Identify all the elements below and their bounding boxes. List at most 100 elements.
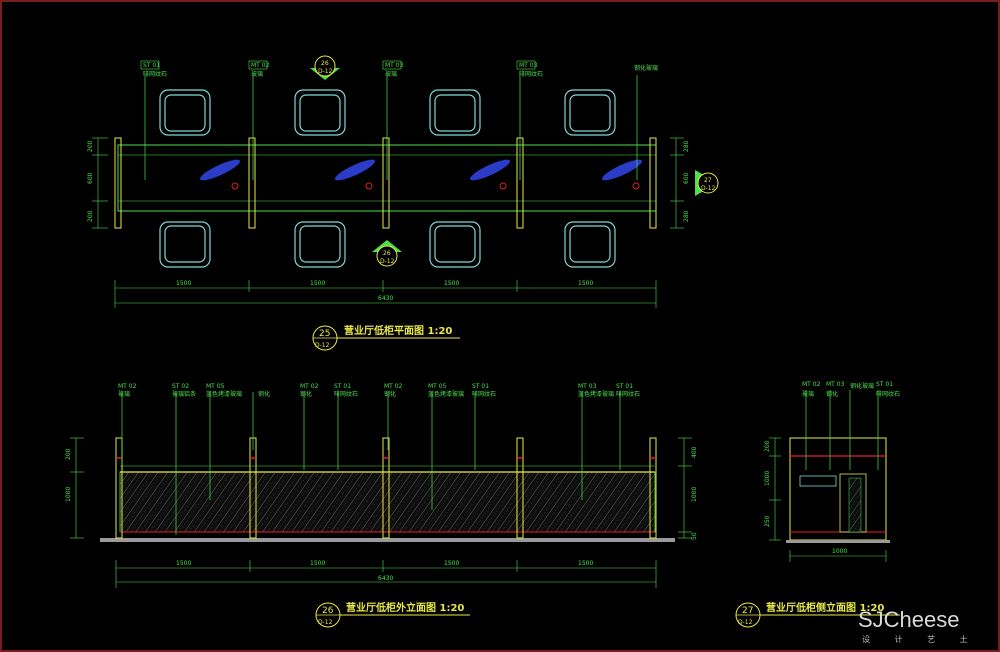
floor-line [100,538,675,542]
front-tag-code-2: MT 05 [206,383,225,390]
front-title-bubble [315,602,470,628]
plan-dims-bottom [114,280,657,308]
side-dim-left-1: 1000 [764,471,771,486]
watermark-sub: 设 计 艺 土 [862,634,979,644]
side-title-bubble [735,602,900,628]
plan-bubble-num: 25 [319,329,330,339]
plan-dim-total: 6430 [378,295,393,302]
front-tag-desc-8: 啡网纹石 [472,390,496,398]
plan-dim-2: 1500 [444,280,459,287]
side-dim-bottom: 1000 [832,548,847,555]
side-dim-left-0: 200 [764,440,771,452]
front-tag-code-6: MT 02 [384,383,403,390]
front-tag-desc-3: 钢化 [258,390,270,398]
plan-leaders [144,75,638,180]
plan-dim-3: 1500 [578,280,593,287]
partition-posts-plan [114,137,657,229]
plan-tag-code-2: MT 03 [385,62,404,69]
front-dims-sides [70,437,692,539]
front-dims-bottom [115,560,657,588]
red-markers [231,182,640,190]
computer-marks [199,159,643,181]
front-tag-desc-2: 蓝色烤漆玻璃 [206,390,242,398]
side-dim-left-2: 250 [764,515,771,527]
front-tag-desc-4: 钢化 [300,390,312,398]
side-tag-desc-1: 钢化 [826,390,838,398]
plan-view [92,55,719,351]
front-dim-left-1: 1000 [65,487,72,502]
watermark-brand: SJCheese [858,607,960,632]
front-tag-desc-7: 蓝色烤漆玻璃 [428,390,464,398]
front-tag-desc-9: 蓝色烤漆玻璃 [578,390,614,398]
section-marker-bottom [372,240,402,267]
plan-tag-desc-3: 啡网纹石 [519,70,543,78]
plan-tag-desc-4: 钢化玻璃 [634,64,658,72]
front-tag-desc-6: 钢化 [384,390,396,398]
elevation-hatch-panel [119,471,656,533]
plan-dim-left-1: 600 [87,172,94,184]
section-marker-right [695,170,719,196]
plan-tag-desc-1: 玻璃 [251,70,263,78]
side-tag-desc-3: 啡网纹石 [876,390,900,398]
plan-tag-desc-2: 玻璃 [385,70,397,78]
side-elevation-view [735,390,900,628]
side-tag-desc-0: 玻璃 [802,390,814,398]
front-tag-code-1: ST 02 [172,383,189,390]
front-dim-left-0: 200 [65,448,72,460]
plan-tag-code-1: MT 02 [251,62,270,69]
plan-tag-desc-0: 啡网纹石 [143,70,167,78]
plan-title: 营业厅低柜平面图 1:20 [344,324,452,337]
section-top-sheet: D-12 [318,68,333,75]
front-dim-0: 1500 [176,560,191,567]
section-right-sheet: D-12 [701,185,716,192]
front-tag-code-0: MT 02 [118,383,137,390]
plan-title-bubble [312,325,460,351]
plan-bubble-sheet: D-12 [315,342,330,349]
section-marker-top [310,55,340,80]
front-tag-desc-5: 啡网纹石 [334,390,358,398]
plan-dim-1: 1500 [310,280,325,287]
front-dim-labels: 1500 1500 1500 1500 6430 200 1000 400 10… [65,446,698,582]
side-tag-desc-2: 钢化玻璃 [850,382,874,390]
plan-dim-right-1: 600 [683,172,690,184]
plan-tags: ST 01 啡网纹石 MT 02 玻璃 MT 03 玻璃 MT 03 啡网纹石 … [140,60,658,78]
side-bubble-num: 27 [742,606,753,616]
front-tag-code-8: ST 01 [472,383,489,390]
front-tag-code-4: MT 02 [300,383,319,390]
front-dim-3: 1500 [578,560,593,567]
side-tag-code-3: ST 01 [876,381,893,388]
front-dim-right-1: 1000 [691,487,698,502]
front-tags: MT 02 玻璃 ST 02 玻璃铝条 MT 05 蓝色烤漆玻璃 钢化 MT 0… [118,383,640,398]
side-leaders [805,390,879,470]
plan-dim-left-0: 200 [87,140,94,152]
chairs-top [159,89,616,136]
front-tag-code-5: ST 01 [334,383,351,390]
front-tag-desc-1: 玻璃铝条 [172,390,196,398]
side-tags: MT 02 玻璃 MT 03 钢化 钢化玻璃 ST 01 啡网纹石 [802,381,900,398]
plan-dim-labels: 1500 1500 1500 1500 6430 200 600 200 280… [87,140,690,302]
plan-tag-code-0: ST 01 [143,62,160,69]
plan-dim-left-2: 200 [87,210,94,222]
side-tag-code-0: MT 02 [802,381,821,388]
front-elevation-view [70,392,692,628]
front-bubble-num: 26 [322,606,334,616]
section-right-num: 27 [704,177,712,184]
front-tag-code-10: ST 01 [616,383,633,390]
front-leaders [121,392,621,535]
plan-dims-sides [92,137,684,229]
front-dim-total: 6430 [378,575,393,582]
chairs-bottom [159,221,616,268]
section-bottom-num: 26 [383,250,391,257]
front-dim-2: 1500 [444,560,459,567]
front-tag-code-7: MT 05 [428,383,447,390]
front-tag-desc-10: 啡网纹石 [616,390,640,398]
front-dim-1: 1500 [310,560,325,567]
front-tag-desc-0: 玻璃 [118,390,130,398]
plan-tag-code-3: MT 03 [519,62,538,69]
plan-dim-right-2: 280 [683,210,690,222]
side-bubble-sheet: D-12 [738,619,753,626]
plan-dim-0: 1500 [176,280,191,287]
side-tag-code-1: MT 03 [826,381,845,388]
